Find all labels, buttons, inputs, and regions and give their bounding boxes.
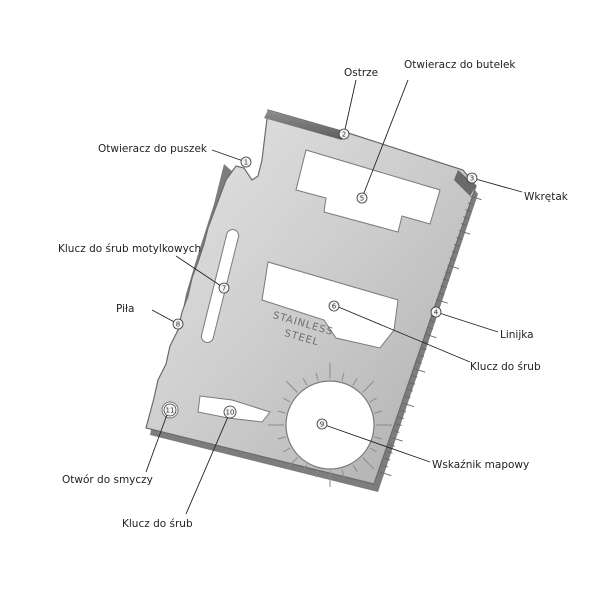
label-wkretak: Wkrętak <box>524 191 569 203</box>
marker-7: 7 <box>218 282 230 294</box>
svg-text:7: 7 <box>222 285 226 293</box>
label-wskaznik-mapowy: Wskaźnik mapowy <box>432 459 529 471</box>
compass-tick <box>285 457 298 470</box>
compass-tick <box>362 380 375 393</box>
ruler-tick <box>418 354 425 358</box>
ruler-tick <box>391 437 403 442</box>
ruler-tick <box>420 347 427 351</box>
marker-4: 4 <box>430 306 442 318</box>
label-otwieracz-do-puszek: Otwieracz do puszek <box>98 143 208 155</box>
compass-tick <box>369 397 378 403</box>
ruler-tick <box>447 264 460 270</box>
svg-text:11: 11 <box>166 407 175 415</box>
ruler-tick <box>384 457 391 461</box>
ruler-tick <box>402 402 415 408</box>
bottle-opener-cutout <box>295 149 441 233</box>
marker-9: 9 <box>316 418 328 430</box>
compass-tick <box>302 464 308 473</box>
svg-text:8: 8 <box>176 321 180 329</box>
svg-text:6: 6 <box>332 303 337 311</box>
label-ostrze: Ostrze <box>344 67 378 79</box>
ruler-tick <box>422 340 429 344</box>
ruler-tick <box>409 381 416 385</box>
ruler-tick <box>386 450 393 454</box>
ruler-tick <box>456 236 463 240</box>
svg-text:9: 9 <box>320 421 324 429</box>
marker-11: 11 <box>163 403 177 417</box>
compass-tick <box>277 410 286 414</box>
label-otwieracz-do-butelek: Otwieracz do butelek <box>404 59 516 71</box>
ruler-tick <box>460 223 467 226</box>
ruler-tick <box>469 195 482 201</box>
ruler-tick <box>438 292 445 295</box>
ruler-tick <box>463 216 470 220</box>
svg-text:1: 1 <box>244 159 248 167</box>
svg-text:4: 4 <box>434 309 439 317</box>
compass-tick <box>341 469 345 478</box>
compass-tick <box>374 410 383 414</box>
label-otwor-do-smyczy: Otwór do smyczy <box>62 474 153 486</box>
ruler-tick <box>404 395 411 399</box>
svg-text:5: 5 <box>360 195 364 203</box>
label-klucz-do-srub-10: Klucz do śrub <box>122 518 193 530</box>
compass-tick <box>374 436 383 440</box>
ruler-tick <box>379 471 392 477</box>
compass-tick <box>282 447 291 453</box>
ruler-tick <box>442 278 449 282</box>
svg-text:10: 10 <box>226 409 235 417</box>
ruler-tick <box>411 374 418 378</box>
label-klucz-do-srub-motylkowych: Klucz do śrub motylkowych <box>58 243 201 255</box>
ruler-tick <box>458 230 471 235</box>
ruler-tick <box>413 368 426 373</box>
ruler-tick <box>406 388 413 392</box>
ruler-tick <box>454 243 461 247</box>
ruler-tick <box>382 464 389 468</box>
compass-tick <box>285 380 298 393</box>
marker-1: 1 <box>240 156 252 168</box>
leader-lines <box>145 79 523 515</box>
ruler-tick <box>393 430 400 433</box>
ruler-tick <box>449 257 456 261</box>
compass-tick <box>315 469 319 478</box>
marker-6: 6 <box>328 300 340 312</box>
blade-edge <box>264 110 345 140</box>
ruler-tick <box>388 443 395 447</box>
ruler-tick <box>424 333 437 339</box>
compass-tick <box>302 377 308 386</box>
ruler-tick <box>415 361 422 364</box>
compass-tick <box>369 447 378 453</box>
ruler-tick <box>451 250 458 254</box>
compass-tick <box>352 377 358 386</box>
compass-tick <box>341 372 345 381</box>
label-linijka: Linijka <box>500 329 534 341</box>
svg-text:3: 3 <box>470 175 474 183</box>
ruler-tick <box>467 202 474 206</box>
ruler-tick <box>395 423 402 427</box>
marker-3: 3 <box>466 172 478 184</box>
ruler-tick <box>436 299 448 304</box>
ruler-tick <box>445 271 452 275</box>
ruler-tick <box>465 209 472 213</box>
svg-text:2: 2 <box>342 131 346 139</box>
ruler-tick <box>427 326 434 330</box>
compass-ticks <box>268 363 392 487</box>
marker-8: 8 <box>172 318 184 330</box>
compass-tick <box>277 436 286 440</box>
map-compass-circle <box>285 380 375 470</box>
compass-tick <box>352 464 358 473</box>
label-klucz-do-srub-6: Klucz do śrub <box>470 361 541 373</box>
ruler-tick <box>440 285 447 289</box>
marker-5: 5 <box>356 192 368 204</box>
compass-tick <box>362 457 375 470</box>
label-pila: Piła <box>116 303 134 315</box>
marker-2: 2 <box>338 128 350 140</box>
compass-tick <box>282 397 291 403</box>
screwdriver-tip <box>454 170 476 196</box>
ruler-tick <box>397 416 404 420</box>
ruler-tick <box>429 319 436 323</box>
ruler-tick <box>400 409 407 413</box>
marker-10: 10 <box>223 405 237 419</box>
compass-tick <box>315 372 319 381</box>
